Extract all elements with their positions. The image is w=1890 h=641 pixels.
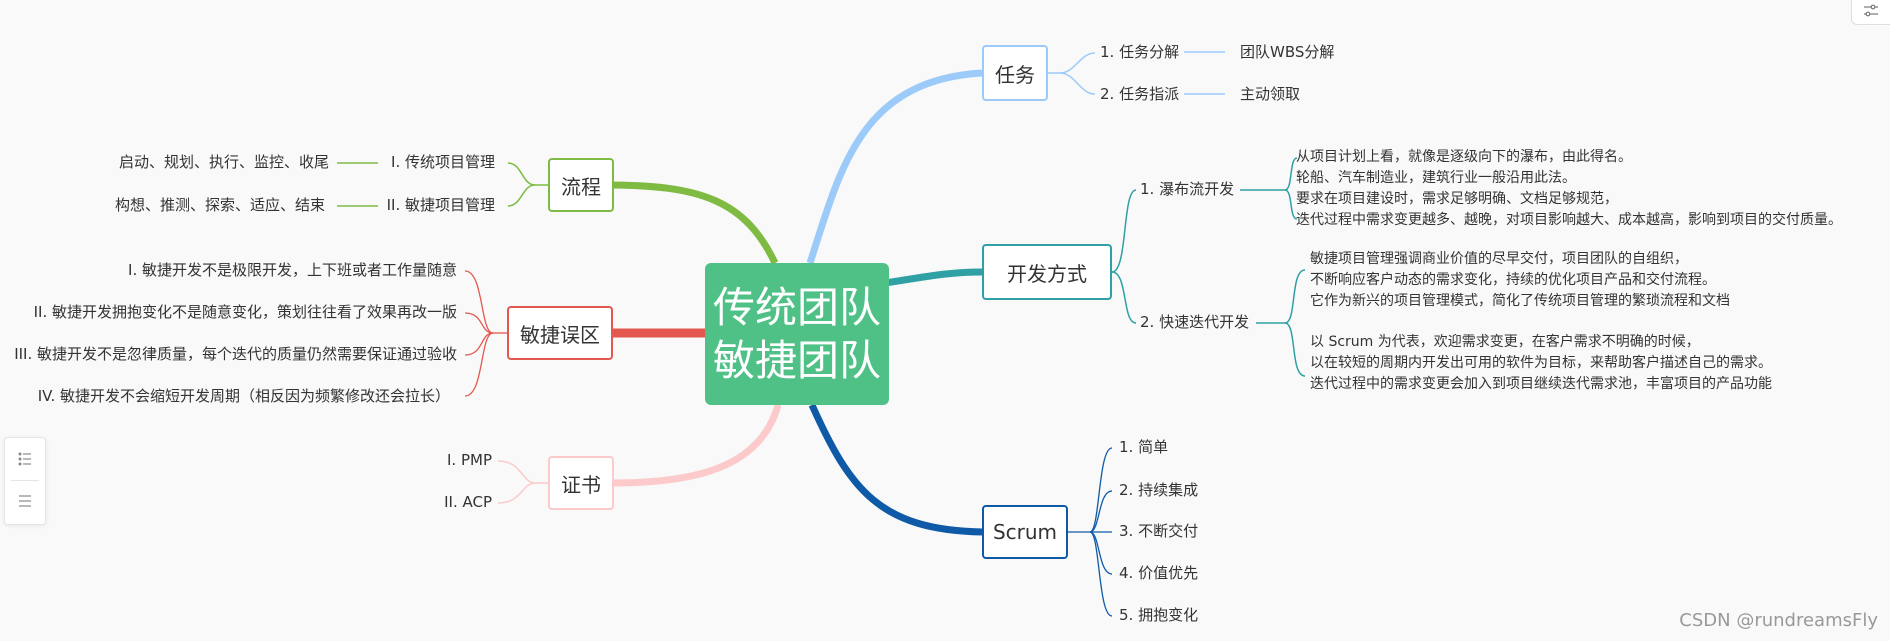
outline-list-icon[interactable] [16,450,34,468]
scrum-item-delivery[interactable]: 3. 不断交付 [1119,522,1199,540]
side-toolbar [4,437,46,525]
topic-process[interactable]: 流程 [548,158,614,212]
menu-lines-icon[interactable] [16,492,34,510]
subtopic-task-breakdown[interactable]: 1. 任务分解 [1100,43,1180,61]
iterative-desc-line: 以在较短的周期内开发出可用的软件为目标，来帮助客户描述自己的需求。 [1310,355,1772,371]
topic-certificate-label: 证书 [561,472,601,497]
central-topic-line1: 传统团队 [712,282,881,332]
topic-agile-myths-label: 敏捷误区 [520,322,600,347]
topic-agile-myths[interactable]: 敏捷误区 [507,306,613,360]
topic-process-label: 流程 [561,174,601,199]
central-topic[interactable]: 传统团队 敏捷团队 [705,263,889,405]
subtopic-traditional-phases[interactable]: 启动、规划、执行、监控、收尾 [118,153,329,171]
iterative-desc-line: 以 Scrum 为代表，欢迎需求变更，在客户需求不明确的时候， [1310,334,1700,350]
subtopic-agile-phases[interactable]: 构想、推测、探索、适应、结束 [114,196,325,214]
myth-item[interactable]: IV. 敏捷开发不会缩短开发周期（相反因为频繁修改还会拉长） [37,387,450,405]
myth-item[interactable]: II. 敏捷开发拥抱变化不是随意变化，策划往往看了效果再改一版 [33,303,457,321]
scrum-item-value-first[interactable]: 4. 价值优先 [1119,564,1199,582]
subtopic-task-assign[interactable]: 2. 任务指派 [1100,85,1180,103]
iterative-desc-line: 敏捷项目管理强调商业价值的尽早交付，项目团队的自组织， [1310,251,1688,267]
scrum-item-ci[interactable]: 2. 持续集成 [1119,481,1199,499]
waterfall-desc-line: 要求在项目建设时，需求足够明确、文档足够规范， [1296,191,1618,207]
topic-dev-method-label: 开发方式 [1007,261,1087,286]
topic-dev-method[interactable]: 开发方式 [982,244,1112,300]
subtopic-iterative[interactable]: 2. 快速迭代开发 [1140,313,1250,331]
topic-scrum[interactable]: Scrum [982,505,1068,559]
process-branch-line [606,181,779,265]
scrum-branch-line [808,403,983,536]
settings-tab[interactable] [1851,0,1890,25]
task-branch-line [806,69,983,265]
topic-task[interactable]: 任务 [982,45,1048,101]
subtopic-traditional-pm[interactable]: I. 传统项目管理 [391,153,495,171]
iterative-desc-line: 迭代过程中的需求变更会加入到项目继续迭代需求池，丰富项目的产品功能 [1310,376,1772,392]
topic-scrum-label: Scrum [992,520,1058,544]
cert-item-acp[interactable]: II. ACP [444,493,492,511]
subtopic-self-claim[interactable]: 主动领取 [1240,85,1301,103]
waterfall-desc-line: 从项目计划上看，就像是逐级向下的瀑布，由此得名。 [1296,149,1632,165]
myth-item[interactable]: III. 敏捷开发不是忽律质量，每个迭代的质量仍然需要保证通过验收 [14,345,457,363]
iterative-desc-line: 它作为新兴的项目管理模式，简化了传统项目管理的繁琐流程和文档 [1310,293,1730,309]
cert-item-pmp[interactable]: I. PMP [447,451,492,469]
subtopic-team-wbs[interactable]: 团队WBS分解 [1240,43,1335,61]
topic-certificate[interactable]: 证书 [548,456,614,510]
cert-branch-line [611,404,782,487]
iterative-desc-line: 不断响应客户动态的需求变化，持续的优化项目产品和交付流程。 [1310,272,1716,288]
scrum-item-embrace-change[interactable]: 5. 拥抱变化 [1119,606,1199,624]
myth-item[interactable]: I. 敏捷开发不是极限开发，上下班或者工作量随意 [128,261,457,279]
watermark: CSDN @rundreamsFly [1679,610,1878,631]
central-topic-line2: 敏捷团队 [712,336,881,385]
dev-branch-line [884,268,983,287]
subtopic-agile-pm[interactable]: II. 敏捷项目管理 [386,196,495,214]
waterfall-desc-line: 轮船、汽车制造业，建筑行业一般沿用此法。 [1296,170,1576,186]
scrum-item-simple[interactable]: 1. 简单 [1119,438,1169,456]
subtopic-waterfall[interactable]: 1. 瀑布流开发 [1140,180,1235,198]
sliders-icon [1864,4,1878,17]
topic-task-label: 任务 [995,62,1035,87]
waterfall-desc-line: 迭代过程中需求变更越多、越晚，对项目影响越大、成本越高，影响到项目的交付质量。 [1296,212,1842,228]
